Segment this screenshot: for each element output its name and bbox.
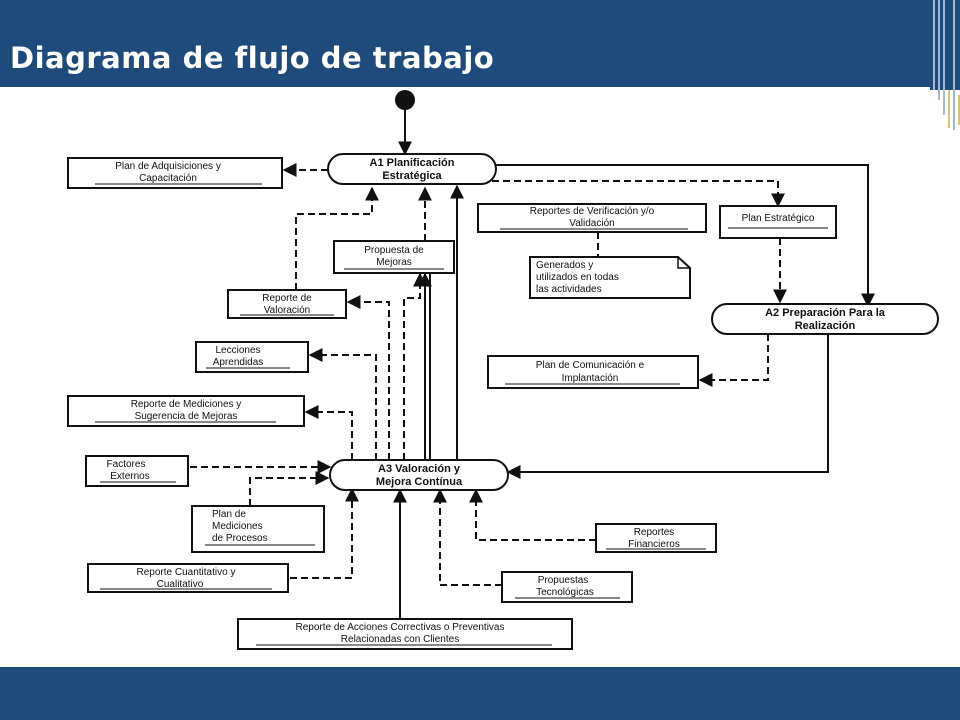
svg-text:Factores: Factores	[107, 459, 146, 470]
svg-text:utilizados en todas: utilizados en todas	[536, 272, 619, 283]
svg-text:Validación: Validación	[569, 218, 614, 229]
svg-text:Reporte Cuantitativo y: Reporte Cuantitativo y	[137, 567, 236, 578]
svg-text:Plan Estratégico: Plan Estratégico	[742, 213, 815, 224]
flow-arrow	[506, 334, 829, 479]
slide-title: Diagrama de flujo de trabajo	[10, 41, 495, 75]
process-a1-line-1: A1 Planificación	[370, 157, 455, 169]
svg-text:Implantación: Implantación	[562, 373, 619, 384]
decor-line	[953, 0, 955, 130]
svg-text:Sugerencia de Mejoras: Sugerencia de Mejoras	[135, 411, 238, 422]
flow-arrow	[433, 488, 502, 586]
svg-text:Reporte de Acciones Correctiva: Reporte de Acciones Correctivas o Preven…	[296, 622, 505, 633]
svg-text:Capacitación: Capacitación	[139, 173, 197, 184]
flow-arrow	[308, 348, 377, 460]
svg-text:Propuesta de: Propuesta de	[364, 245, 424, 256]
svg-text:las actividades: las actividades	[536, 284, 602, 295]
decor-line	[948, 90, 950, 128]
process-a1-line-2: Estratégica	[382, 170, 442, 182]
process-a3-line-1: A3 Valoración y	[378, 463, 461, 475]
doc-plan-comunicacion: Plan de Comunicación e Implantación	[487, 355, 699, 389]
svg-text:Reporte de: Reporte de	[262, 293, 312, 304]
svg-text:Aprendidas: Aprendidas	[213, 357, 264, 368]
doc-propuestas-tecnologicas: Propuestas Tecnológicas	[501, 571, 633, 603]
slide-footer	[0, 667, 960, 720]
svg-text:Cualitativo: Cualitativo	[157, 579, 204, 590]
svg-text:Plan de Comunicación e: Plan de Comunicación e	[536, 360, 645, 371]
doc-reporte-cuantitativo: Reporte Cuantitativo y Cualitativo	[87, 563, 289, 593]
note-generados: Generados y utilizados en todas las acti…	[529, 256, 691, 299]
svg-text:Generados y: Generados y	[536, 260, 593, 271]
process-a1: A1 Planificación Estratégica	[327, 153, 497, 185]
doc-reportes-verificacion: Reportes de Verificación y/o Validación	[477, 203, 707, 233]
flow-arrow	[496, 164, 875, 308]
title-rule	[0, 87, 930, 90]
process-a2-line-2: Realización	[795, 320, 856, 332]
doc-propuesta-mejoras: Propuesta de Mejoras	[333, 240, 455, 274]
svg-text:Reportes: Reportes	[634, 527, 675, 538]
flow-arrow	[469, 488, 596, 541]
svg-text:Plan de: Plan de	[212, 509, 246, 520]
flow-arrow	[346, 295, 390, 460]
process-a2: A2 Preparación Para la Realización	[711, 303, 939, 335]
decor-line	[938, 0, 940, 100]
svg-text:Plan de Adquisiciones y: Plan de Adquisiciones y	[115, 161, 221, 172]
svg-text:Financieros: Financieros	[628, 539, 680, 550]
svg-text:Relacionadas con Clientes: Relacionadas con Clientes	[341, 634, 459, 645]
doc-reporte-acciones: Reporte de Acciones Correctivas o Preven…	[237, 618, 573, 650]
svg-text:Mejoras: Mejoras	[376, 257, 412, 268]
svg-text:Lecciones: Lecciones	[215, 345, 260, 356]
decor-line	[943, 0, 945, 115]
flow-arrow	[290, 487, 359, 579]
start-node	[395, 90, 415, 110]
svg-text:Reporte de Mediciones y: Reporte de Mediciones y	[131, 399, 242, 410]
flow-arrow	[492, 180, 785, 208]
slide-header	[0, 0, 960, 90]
decor-line	[958, 95, 960, 125]
flow-arrow	[403, 272, 427, 460]
flow-arrow	[295, 186, 379, 290]
doc-reporte-mediciones: Reporte de Mediciones y Sugerencia de Me…	[67, 395, 305, 427]
svg-text:Tecnológicas: Tecnológicas	[536, 587, 594, 598]
doc-plan-mediciones: Plan de Mediciones de Procesos	[191, 505, 325, 553]
svg-text:Valoración: Valoración	[264, 305, 311, 316]
flow-arrow	[249, 471, 330, 506]
flow-arrow	[304, 405, 353, 460]
decor-line	[933, 0, 935, 90]
doc-reporte-valoracion: Reporte de Valoración	[227, 289, 347, 319]
doc-factores: Factores Externos	[85, 455, 189, 487]
doc-plan-adquisiciones: Plan de Adquisiciones y Capacitación	[67, 157, 283, 189]
svg-text:Externos: Externos	[110, 471, 149, 482]
process-a3-line-2: Mejora Contínua	[376, 476, 463, 488]
svg-text:de Procesos: de Procesos	[212, 533, 268, 544]
svg-text:Mediciones: Mediciones	[212, 521, 263, 532]
doc-reportes-financieros: Reportes Financieros	[595, 523, 717, 553]
svg-text:Reportes de Verificación y/o: Reportes de Verificación y/o	[530, 206, 655, 217]
process-a3: A3 Valoración y Mejora Contínua	[329, 459, 509, 491]
doc-plan-estrategico: Plan Estratégico	[719, 205, 837, 239]
process-a2-line-1: A2 Preparación Para la	[765, 307, 886, 319]
doc-lecciones: Lecciones Aprendidas	[195, 341, 309, 373]
flow-arrow	[698, 334, 769, 387]
svg-text:Propuestas: Propuestas	[538, 575, 589, 586]
